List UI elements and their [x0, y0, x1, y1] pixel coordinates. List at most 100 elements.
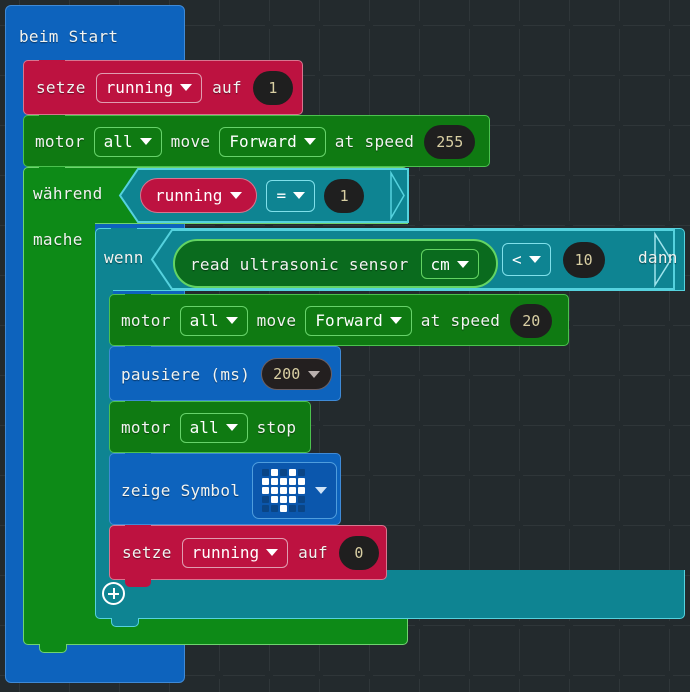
led-cell-3-2 [280, 495, 288, 503]
motor-label: motor [121, 311, 171, 330]
on-start-label: beim Start [19, 27, 119, 46]
condition-variable-value: running [155, 186, 223, 205]
plus-circle-icon[interactable] [102, 582, 125, 605]
condition-operator-dropdown[interactable]: = [266, 179, 316, 212]
while-left-spine[interactable] [23, 217, 95, 617]
then-label-row: dann [638, 248, 678, 267]
motor-which-dropdown[interactable]: all [179, 305, 248, 336]
led-cell-1-3 [289, 477, 297, 485]
value-number-text: 1 [268, 78, 278, 97]
block-motor-forward-255[interactable]: motor all move Forward at speed 255 [23, 115, 490, 167]
if-operator-value: < [512, 250, 522, 269]
top-notch [125, 453, 151, 460]
block-motor-stop[interactable]: motor all stop [109, 401, 311, 453]
motor-which-dropdown[interactable]: all [179, 412, 248, 443]
variable-dropdown-value: running [191, 543, 260, 562]
led-cell-3-3 [289, 495, 297, 503]
top-notch [39, 60, 65, 67]
motor-speed-number-field[interactable]: 255 [424, 124, 476, 159]
set-label: setze [36, 78, 86, 97]
led-cell-4-0 [262, 504, 270, 512]
set-variable-row: setze running auf 0 [122, 535, 379, 570]
led-cell-4-4 [298, 504, 306, 512]
led-cell-4-2 [280, 504, 288, 512]
chevron-down-icon [225, 317, 238, 324]
value-number-field[interactable]: 1 [252, 70, 293, 105]
variable-dropdown[interactable]: running [181, 537, 289, 568]
chevron-down-icon [303, 138, 316, 145]
led-cell-2-3 [289, 486, 297, 494]
block-set-variable-running-0[interactable]: setze running auf 0 [109, 525, 387, 587]
led-cell-0-4 [298, 468, 306, 476]
if-label-row: wenn [104, 248, 144, 267]
while-label-row: während [33, 184, 103, 203]
motor-direction-value: Forward [315, 311, 383, 330]
to-label: auf [212, 78, 242, 97]
motor-row: motor all move Forward at speed 255 [35, 124, 476, 159]
variable-dropdown-value: running [105, 78, 174, 97]
variable-dropdown[interactable]: running [95, 72, 203, 103]
chevron-down-icon [308, 370, 321, 378]
led-cell-2-2 [280, 486, 288, 494]
led-cell-0-0 [262, 468, 270, 476]
ultrasonic-reporter-oval[interactable] [173, 239, 498, 288]
value-number-field[interactable]: 0 [338, 535, 379, 570]
motor-speed-number-field[interactable]: 20 [510, 303, 553, 338]
ultrasonic-unit-dropdown[interactable]: cm [420, 249, 479, 279]
led-cell-2-4 [298, 486, 306, 494]
heart-led-icon[interactable] [252, 461, 338, 519]
motor-which-value: all [189, 311, 219, 330]
speed-label: at speed [420, 311, 501, 330]
led-cell-1-2 [280, 477, 288, 485]
block-pause[interactable]: pausiere (ms) 200 [109, 346, 341, 401]
condition-number-field[interactable]: 1 [324, 178, 365, 213]
bottom-notch [111, 618, 139, 627]
stop-label: stop [256, 418, 297, 437]
motor-label: motor [35, 132, 85, 151]
move-label: move [256, 311, 297, 330]
led-cell-4-3 [289, 504, 297, 512]
to-label: auf [298, 543, 328, 562]
motor-speed-value: 20 [522, 311, 541, 330]
if-operator-dropdown[interactable]: < [502, 243, 551, 276]
bottom-notch [125, 579, 151, 587]
pause-duration-field[interactable]: 200 [261, 358, 333, 390]
ultrasonic-unit-value: cm [430, 254, 450, 274]
block-motor-forward-20[interactable]: motor all move Forward at speed 20 [109, 294, 569, 346]
while-label: während [33, 184, 103, 203]
top-notch [125, 401, 151, 408]
block-while-loop[interactable]: während mache running = 1 [23, 167, 409, 653]
led-cell-1-0 [262, 477, 270, 485]
block-set-variable-running-1[interactable]: setze running auf 1 [23, 60, 303, 115]
led-cell-3-1 [271, 495, 279, 503]
led-cell-0-2 [280, 468, 288, 476]
pause-row: pausiere (ms) 200 [121, 358, 333, 390]
chevron-down-icon [266, 549, 279, 556]
condition-operator-value: = [276, 186, 287, 205]
ultrasonic-sensor-label: read ultrasonic sensor [190, 254, 409, 274]
motor-speed-value: 255 [436, 132, 464, 151]
then-label: dann [638, 248, 678, 267]
if-comparison-row: < 10 [502, 241, 605, 278]
chevron-down-icon [456, 260, 469, 268]
motor-row: motor all move Forward at speed 20 [121, 303, 553, 338]
led-matrix-grid [262, 468, 306, 512]
top-notch [125, 294, 151, 301]
motor-direction-dropdown[interactable]: Forward [305, 305, 412, 336]
top-notch [111, 228, 137, 235]
show-icon-row: zeige Symbol [121, 461, 338, 519]
motor-which-value: all [189, 418, 219, 437]
if-threshold-number-field[interactable]: 10 [562, 241, 605, 278]
led-cell-3-4 [298, 495, 306, 503]
motor-stop-row: motor all stop [121, 412, 296, 443]
do-label-row: mache [33, 230, 83, 249]
condition-variable-oval[interactable]: running [140, 178, 258, 213]
speed-label: at speed [334, 132, 415, 151]
motor-direction-dropdown[interactable]: Forward [219, 126, 326, 157]
chevron-down-icon [293, 192, 306, 199]
block-show-icon[interactable]: zeige Symbol [109, 453, 341, 525]
motor-which-dropdown[interactable]: all [93, 126, 162, 157]
bottom-notch [39, 644, 67, 653]
led-cell-1-4 [298, 477, 306, 485]
